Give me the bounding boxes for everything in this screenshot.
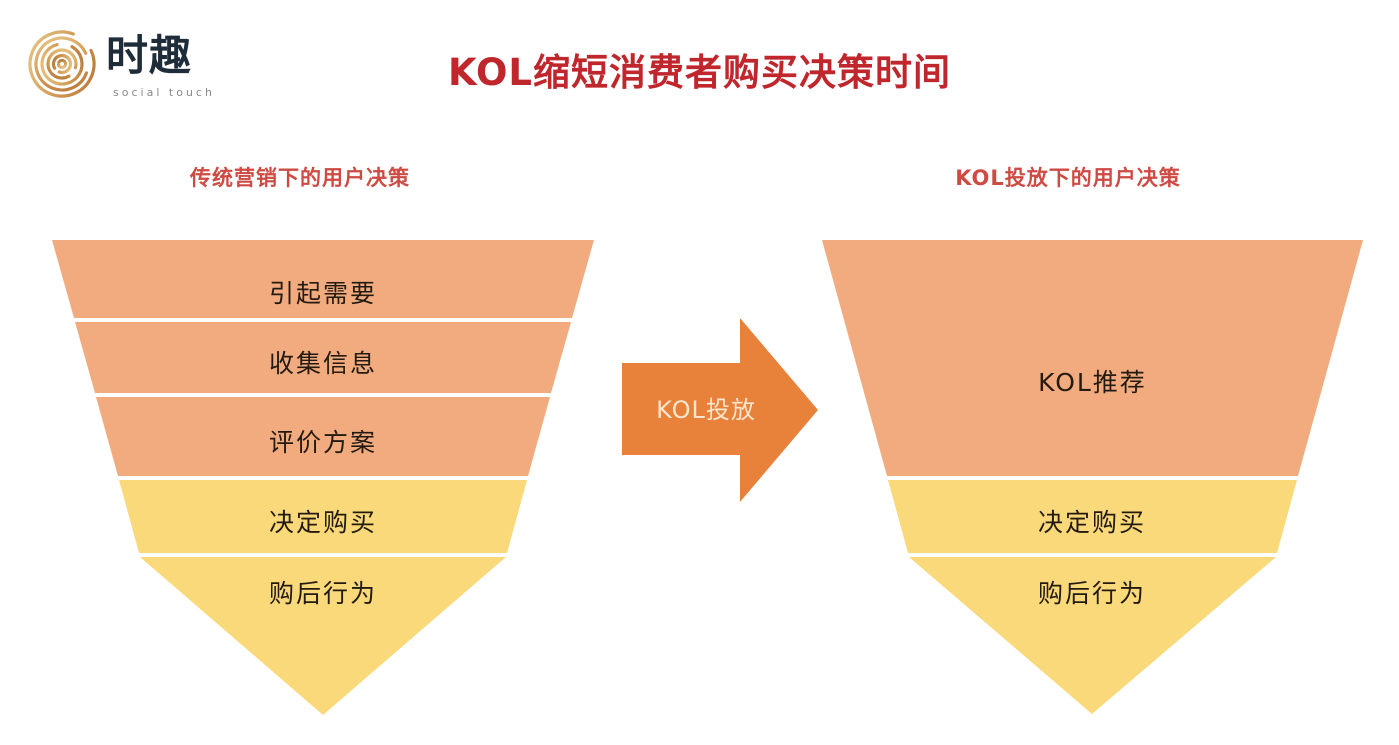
funnel-segment-shape bbox=[140, 557, 506, 715]
funnel-segment-shape bbox=[96, 397, 550, 476]
page-title: KOL缩短消费者购买决策时间 bbox=[447, 51, 952, 94]
funnel-caption-traditional: 传统营销下的用户决策 bbox=[190, 166, 410, 190]
right-arrow-icon bbox=[622, 318, 818, 502]
svg-text:时趣: 时趣 bbox=[106, 31, 192, 80]
funnel-segment-shape bbox=[52, 240, 594, 318]
brand-logo: 时趣 social touch bbox=[26, 24, 216, 104]
funnel-traditional: 引起需要 收集信息 评价方案 决定购买 购后行为 bbox=[52, 240, 594, 715]
funnel-segment-shape bbox=[75, 322, 571, 393]
funnel-segment-shape bbox=[909, 557, 1276, 714]
funnel-segment-shape bbox=[119, 480, 527, 553]
brand-tagline: social touch bbox=[113, 86, 215, 99]
funnel-kol: KOL推荐 决定购买 购后行为 bbox=[822, 240, 1363, 714]
funnel-segment-shape bbox=[888, 480, 1297, 553]
brand-wordmark: 时趣 bbox=[106, 30, 216, 82]
funnel-segment-shape bbox=[822, 240, 1363, 476]
funnel-caption-kol: KOL投放下的用户决策 bbox=[955, 166, 1181, 190]
spiral-logo-icon bbox=[26, 28, 98, 100]
